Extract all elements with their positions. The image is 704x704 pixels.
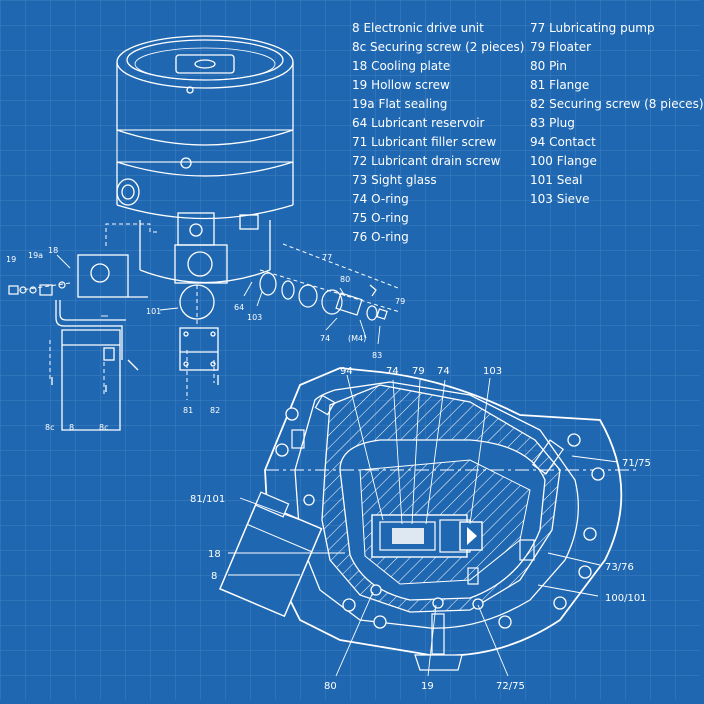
callout-8c-right: 8c [99,423,109,432]
callout-73-76: 73/76 [605,562,634,573]
legend-item: 8c Securing screw (2 pieces) [352,40,525,54]
callout-18: 18 [48,246,58,255]
callout-81-101: 81/101 [190,494,225,505]
legend-item: 77 Lubricating pump [530,21,655,35]
callout-82: 82 [210,406,220,415]
callout-103: 103 [483,366,502,377]
callout-74-a: 74 [386,366,399,377]
parts-legend-left: 8 Electronic drive unit 8c Securing scre… [352,19,524,247]
legend-item: 101 Seal [530,173,583,187]
legend-item: 75 O-ring [352,211,409,225]
callout-64: 64 [234,303,244,312]
legend-item: 71 Lubricant filler screw [352,135,497,149]
parts-legend-right: 77 Lubricating pump 79 Floater 80 Pin 81… [530,19,704,209]
top-leader-lines [56,254,381,345]
callout-103: 103 [247,313,262,322]
callout-79: 79 [412,366,425,377]
legend-item: 81 Flange [530,78,590,92]
legend-item: 72 Lubricant drain screw [352,154,501,168]
callout-19: 19 [6,255,16,264]
legend-item: 64 Lubricant reservoir [352,116,485,130]
callout-81: 81 [183,406,193,415]
callout-77: 77 [322,253,332,262]
callout-79: 79 [395,297,405,306]
section-callouts: 94 74 79 74 103 71/75 81/101 18 8 73/76 … [190,366,651,692]
legend-item: 8 Electronic drive unit [352,21,484,35]
callout-72-75: 72/75 [496,681,525,692]
callout-19a: 19a [28,251,43,260]
callout-8: 8 [69,423,74,432]
legend-item: 79 Floater [530,40,592,54]
callout-101: 101 [146,307,161,316]
callout-83: 83 [372,351,382,360]
drive-unit-drawing [51,254,219,431]
callout-94: 94 [340,366,353,377]
top-callouts: 19 19a 18 77 80 79 64 103 101 74 (M4) 83… [6,246,405,432]
legend-item: 103 Sieve [530,192,590,206]
legend-item: 19a Flat sealing [352,97,448,111]
legend-item: 76 O-ring [352,230,409,244]
assembly-dashed-lines [20,223,401,400]
lubricating-pump-parts [259,272,388,321]
legend-item: 94 Contact [530,135,596,149]
legend-item: 100 Flange [530,154,597,168]
hollow-screw-parts [8,281,66,296]
legend-item: 80 Pin [530,59,567,73]
callout-m4: (M4) [348,334,366,343]
callout-80: 80 [324,681,337,692]
callout-74-b: 74 [437,366,450,377]
callout-8: 8 [211,571,217,582]
callout-71-75: 71/75 [622,458,651,469]
legend-item: 73 Sight glass [352,173,437,187]
callout-18: 18 [208,549,221,560]
legend-item: 74 O-ring [352,192,409,206]
legend-item: 83 Plug [530,116,575,130]
section-leader-lines [228,374,619,677]
callout-100-101: 100/101 [605,593,647,604]
callout-19: 19 [421,681,434,692]
callout-80: 80 [340,275,350,284]
section-view [218,367,640,671]
legend-item: 82 Securing screw (8 pieces) [530,97,704,111]
callout-74: 74 [320,334,330,343]
callout-8c-left: 8c [45,423,55,432]
pump-body [116,35,294,320]
legend-item: 19 Hollow screw [352,78,450,92]
legend-item: 18 Cooling plate [352,59,451,73]
